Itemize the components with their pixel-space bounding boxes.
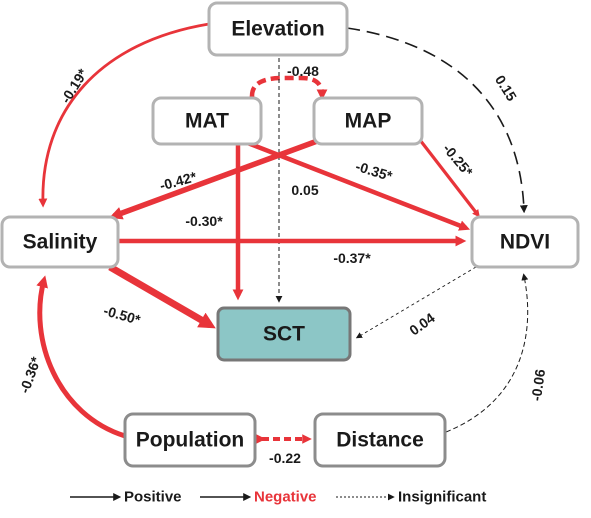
node-mat: MAT	[151, 96, 263, 146]
coef-population-salinity: -0.36*	[16, 354, 44, 395]
coef-elevation-ndvi: 0.15	[492, 72, 520, 104]
node-map: MAP	[312, 96, 424, 146]
node-elevation-label: Elevation	[231, 18, 324, 41]
edge-elevation-ndvi	[346, 27, 528, 214]
coef-ndvi-sct: 0.04	[406, 309, 438, 338]
legend-positive-label: Positive	[124, 489, 182, 506]
edge-salinity-sct	[108, 263, 216, 329]
coef-salinity-sct: -0.50*	[102, 302, 143, 328]
coef-mat-map: -0.48	[287, 63, 319, 79]
legend-negative-label: Negative	[254, 489, 317, 506]
node-salinity-label: Salinity	[23, 231, 98, 254]
edge-population-salinity	[36, 275, 126, 439]
edge-map-salinity	[109, 137, 321, 220]
legend: Positive Negative Insignificant	[70, 489, 486, 506]
edge-distance-ndvi	[445, 273, 529, 433]
edge-mat-ndvi	[239, 137, 471, 231]
node-distance-label: Distance	[336, 429, 424, 452]
coef-population-distance: -0.22	[269, 450, 301, 466]
node-map-label: MAP	[345, 110, 392, 133]
node-population: Population	[123, 412, 257, 468]
coef-elevation-sct: 0.05	[291, 182, 318, 198]
legend-insignificant-label: Insignificant	[398, 489, 486, 506]
node-population-label: Population	[136, 429, 245, 452]
coef-mat-sct: -0.30*	[185, 213, 223, 229]
node-elevation: Elevation	[207, 1, 349, 57]
node-distance: Distance	[313, 412, 447, 468]
edge-mat-map	[246, 75, 328, 103]
node-ndvi: NDVI	[470, 215, 580, 269]
node-mat-label: MAT	[185, 110, 229, 133]
edge-elevation-salinity	[38, 22, 210, 208]
coef-salinity-ndvi: -0.37*	[333, 250, 371, 266]
node-sct: SCT	[216, 306, 352, 362]
edge-ndvi-sct	[355, 266, 477, 339]
coef-distance-ndvi: -0.06	[528, 368, 548, 402]
coef-mat-ndvi: -0.35*	[354, 158, 395, 184]
coef-elevation-salinity: -0.19*	[57, 65, 91, 106]
node-ndvi-label: NDVI	[500, 231, 550, 254]
node-sct-label: SCT	[263, 323, 305, 346]
edge-map-ndvi	[418, 139, 480, 218]
node-salinity: Salinity	[0, 215, 120, 269]
